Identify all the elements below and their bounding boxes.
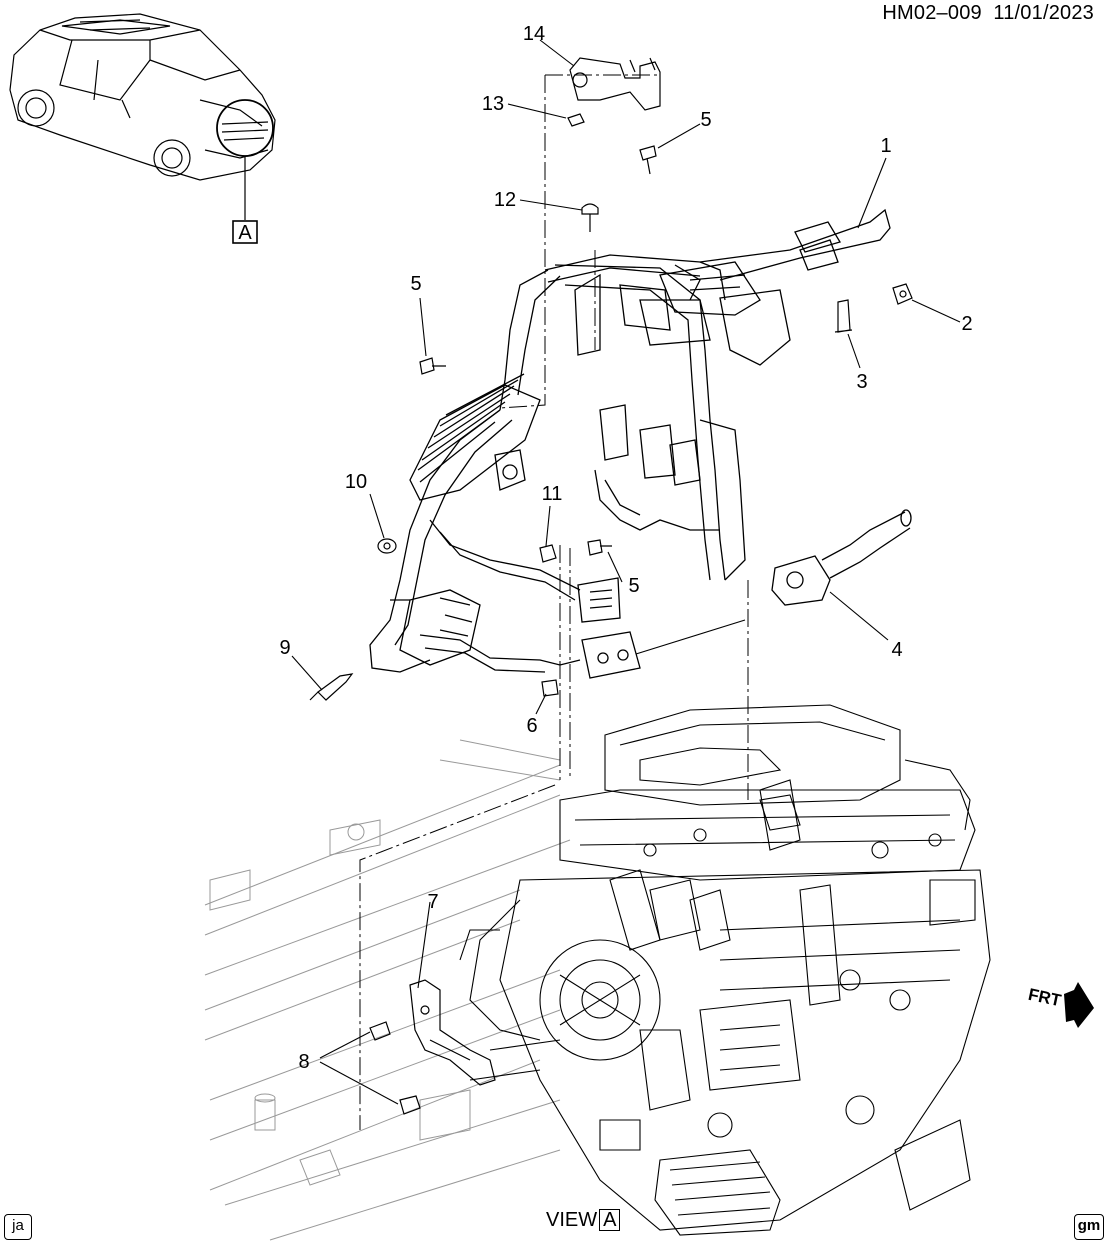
view-caption-prefix: VIEW	[546, 1209, 598, 1231]
assembly-guide-lines	[359, 74, 749, 1130]
drive-unit	[459, 704, 991, 1236]
diagram-code: HM02–009	[882, 2, 982, 24]
callout-13: 13	[482, 93, 504, 115]
callout-7: 7	[427, 891, 438, 913]
diagram-header: HM02–009 11/01/2023	[882, 2, 1094, 25]
vehicle-thumbnail	[9, 13, 276, 220]
chassis-frame	[204, 739, 571, 1241]
view-ref-letter: A	[238, 222, 252, 244]
callout-11: 11	[542, 483, 563, 505]
front-direction-arrow-icon	[1064, 982, 1094, 1028]
callout-4: 4	[891, 639, 902, 661]
callout-2: 2	[961, 313, 972, 335]
callout-10: 10	[345, 471, 367, 493]
leader-lines	[291, 39, 961, 1105]
view-ref-box	[232, 220, 258, 244]
callout-8: 8	[298, 1051, 309, 1073]
cable-connector-4	[771, 509, 912, 606]
callout-14: 14	[523, 23, 545, 45]
callout-labels: 1 2 3 4 5 5 5 6 7 8 9 10 11 12 13 14	[279, 23, 972, 1073]
callout-5-top: 5	[700, 109, 711, 131]
view-caption-letter: A	[599, 1209, 621, 1231]
gm-logo: gm	[1074, 1214, 1104, 1240]
callout-6: 6	[526, 715, 537, 737]
diagram-date: 11/01/2023	[993, 2, 1094, 24]
callout-5-left: 5	[410, 273, 421, 295]
corner-label-left: ja	[4, 1214, 32, 1240]
bracket-14	[569, 57, 661, 111]
fasteners	[309, 113, 913, 1115]
callout-12: 12	[494, 189, 516, 211]
callout-9: 9	[279, 637, 290, 659]
bracket-7	[409, 979, 496, 1086]
callout-5-mid: 5	[628, 575, 639, 597]
callout-3: 3	[856, 371, 867, 393]
wiring-harness	[369, 208, 891, 679]
callout-1: 1	[880, 135, 891, 157]
